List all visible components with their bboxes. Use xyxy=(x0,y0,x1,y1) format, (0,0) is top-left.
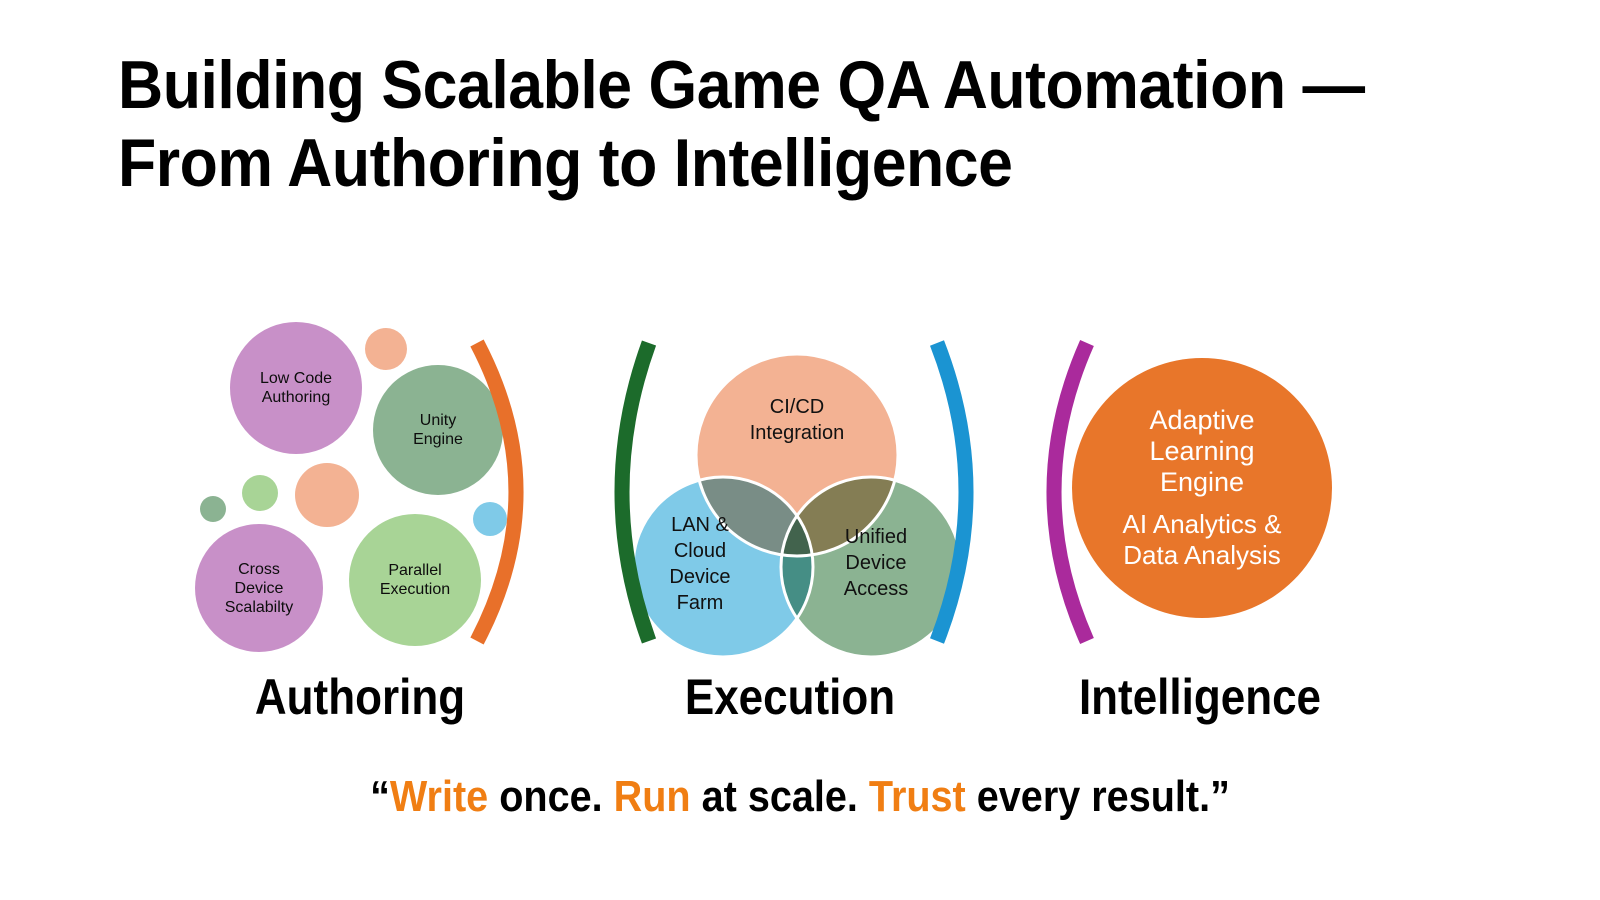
adaptive-learning-engine-circle: Adaptive Learning Engine AI Analytics & … xyxy=(1072,358,1332,618)
authoring-bubble-unity-engine: Unity Engine xyxy=(373,365,503,495)
ai-analytics-label: AI Analytics & Data Analysis xyxy=(1122,509,1282,570)
arc-blue-execution-right xyxy=(930,340,974,644)
arc-blue-execution-right-stroke xyxy=(930,340,974,644)
page-title: Building Scalable Game QA Automation — F… xyxy=(118,47,1365,201)
venn-circle-lan-cloud-device-farm xyxy=(633,477,813,657)
stage-label-execution: Execution xyxy=(684,669,896,725)
bubble-label: Parallel Execution xyxy=(379,562,451,598)
arc-green-execution-left-stroke xyxy=(614,340,656,644)
quote-text-at-scale: at scale. xyxy=(690,772,869,821)
stage-label-authoring: Authoring xyxy=(254,669,466,725)
venn-label-unified-device-access: Unified Device Access xyxy=(843,526,909,600)
quote-text-once: once. xyxy=(488,772,614,821)
tagline-quote: “Write once. Run at scale. Trust every r… xyxy=(80,772,1520,822)
arc-orange-authoring-right-stroke xyxy=(470,339,524,645)
quote-word-run: Run xyxy=(613,772,691,821)
arc-magenta-intelligence-left-stroke xyxy=(1046,339,1094,645)
venn-circle-unified-device-access xyxy=(781,477,961,657)
bubble-label: Unity Engine xyxy=(413,412,463,448)
quote-open-mark: “ xyxy=(370,772,390,821)
execution-venn-diagram xyxy=(631,352,963,659)
venn-outline-ci-cd-integration xyxy=(694,352,900,558)
authoring-bubble-accent-green-tiny xyxy=(200,496,226,522)
arc-green-execution-left xyxy=(614,340,656,644)
bubble-label: Cross Device Scalabilty xyxy=(224,560,294,616)
authoring-bubble-cross-device-scalability: Cross Device Scalabilty xyxy=(195,524,323,652)
venn-label-ci-cd-integration: CI/CD Integration xyxy=(749,396,845,444)
quote-close-mark: ” xyxy=(1210,772,1230,821)
quote-word-trust: Trust xyxy=(868,772,966,821)
bubble-label: Low Code Authoring xyxy=(259,370,333,406)
quote-text-every-result: every result. xyxy=(965,772,1211,821)
venn-label-lan-cloud-device-farm: LAN & Cloud Device Farm xyxy=(669,514,731,614)
authoring-bubble-low-code-authoring: Low Code Authoring xyxy=(230,322,362,454)
arc-magenta-intelligence-left xyxy=(1046,339,1094,645)
authoring-bubble-accent-blue-small xyxy=(473,502,507,536)
authoring-bubble-accent-green-small xyxy=(242,475,278,511)
stage-label-intelligence: Intelligence xyxy=(1078,669,1322,725)
adaptive-learning-engine-label: Adaptive Learning Engine xyxy=(1149,405,1255,497)
authoring-bubble-accent-peach-small xyxy=(365,328,407,370)
arc-orange-authoring-right xyxy=(470,339,524,645)
authoring-bubble-parallel-execution: Parallel Execution xyxy=(349,514,481,646)
authoring-bubble-accent-peach-medium xyxy=(295,463,359,527)
quote-word-write: Write xyxy=(389,772,489,821)
